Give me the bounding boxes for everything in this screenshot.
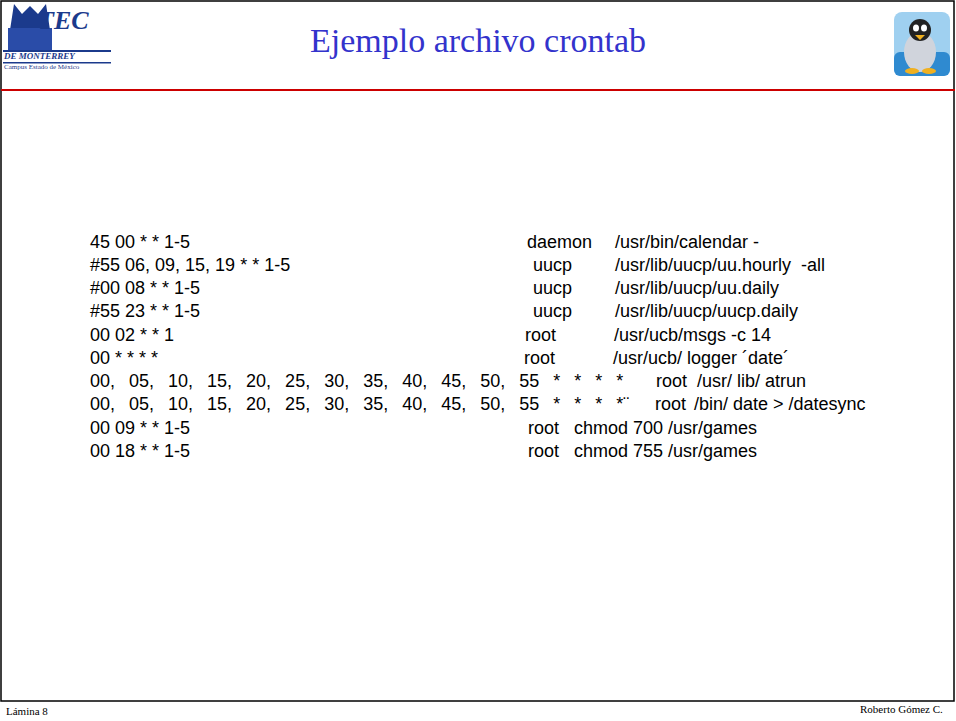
cron-command: /usr/lib/uucp/uu.daily <box>615 278 779 299</box>
slide-frame <box>1 1 954 701</box>
cron-user: root <box>655 394 686 415</box>
cron-user: root <box>528 441 559 462</box>
cron-command: /usr/bin/calendar - <box>615 232 759 253</box>
cron-user: root <box>525 325 556 346</box>
cron-command: /usr/lib/uucp/uucp.daily <box>615 301 798 322</box>
cron-command: /usr/ lib/ atrun <box>697 371 806 392</box>
cron-command: /bin/ date > /datesync <box>694 394 866 415</box>
slide-title: Ejemplo archivo crontab <box>0 22 956 60</box>
cron-user: uucp <box>533 255 572 276</box>
logo-text: DE MONTERREY <box>4 51 75 61</box>
cron-user: root <box>656 371 687 392</box>
author-name: Roberto Gómez C. <box>860 703 943 715</box>
cron-schedule: 00 02 * * 1 <box>90 325 174 346</box>
cron-command: /usr/ucb/msgs -c 14 <box>614 325 771 346</box>
cron-schedule: #55 06, 09, 15, 19 * * 1-5 <box>90 255 290 276</box>
cron-command: /usr/ucb/ logger ´date´ <box>613 348 789 369</box>
cron-schedule: 00 18 * * 1-5 <box>90 441 190 462</box>
cron-user: root <box>524 348 555 369</box>
cron-command: /usr/lib/uucp/uu.hourly -all <box>615 255 825 276</box>
cron-command: chmod 755 /usr/games <box>574 441 757 462</box>
cron-command: chmod 700 /usr/games <box>574 418 757 439</box>
penguin-icon <box>894 12 950 76</box>
logo-emblem <box>3 4 111 64</box>
cron-user: uucp <box>533 278 572 299</box>
cron-schedule: 00, 05, 10, 15, 20, 25, 30, 35, 40, 45, … <box>90 394 629 415</box>
cron-schedule: #00 08 * * 1-5 <box>90 278 200 299</box>
slide-number: Lámina 8 <box>6 705 48 717</box>
cron-user: daemon <box>527 232 592 253</box>
logo-text: TEC <box>38 6 89 36</box>
cron-schedule: 00 * * * * <box>90 348 158 369</box>
cron-schedule: 00, 05, 10, 15, 20, 25, 30, 35, 40, 45, … <box>90 371 623 392</box>
cron-user: uucp <box>533 301 572 322</box>
logo-text: Campus Estado de México <box>4 63 79 71</box>
cron-schedule: #55 23 * * 1-5 <box>90 301 200 322</box>
cron-user: root <box>528 418 559 439</box>
header-rule <box>1 89 955 91</box>
cron-schedule: 00 09 * * 1-5 <box>90 418 190 439</box>
cron-schedule: 45 00 * * 1-5 <box>90 232 190 253</box>
